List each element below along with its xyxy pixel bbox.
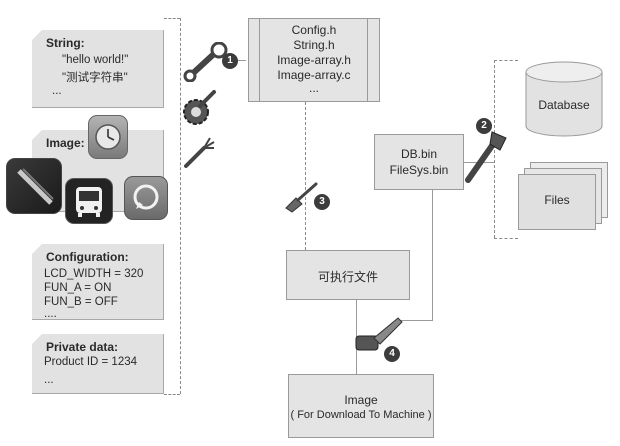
database-cylinder [524, 60, 604, 140]
step-badge-2: 2 [476, 118, 492, 134]
pipe-wrench-icon [458, 122, 514, 186]
string-value: "测试字符串" [62, 72, 128, 84]
private-data-card-title: Private data: [46, 340, 119, 354]
bins-box: DB.bin FileSys.bin [374, 134, 464, 190]
clock-app-icon [88, 115, 128, 159]
bus-app-icon [65, 178, 113, 224]
header-file: Image-array.h [277, 53, 351, 67]
step-badge-4: 4 [384, 346, 400, 362]
header-file: Image-array.c [277, 68, 351, 82]
configuration-card-title: Configuration: [46, 250, 129, 264]
trowel-icon [282, 178, 322, 214]
files-label: Files [544, 193, 570, 207]
group-bracket [164, 18, 180, 19]
image-box-subtitle: ( For Download To Machine ) [290, 409, 432, 421]
connector-bins-down [432, 190, 433, 320]
private-item: Product ID = 1234 [44, 356, 138, 368]
bin-file: FileSys.bin [389, 163, 449, 177]
gear-wrench-icon [180, 86, 220, 130]
data-bracket [494, 60, 495, 238]
step-badge-1: 1 [222, 53, 238, 69]
chainsaw-icon [352, 312, 404, 356]
executable-box: 可执行文件 [286, 250, 410, 300]
pencil-app-icon [6, 158, 62, 214]
config-item: FUN_B = OFF [44, 296, 118, 308]
wrench-icon [182, 41, 230, 83]
string-card: String: "hello world!" "测试字符串" ... [32, 30, 164, 108]
configuration-card: Configuration: LCD_WIDTH = 320 FUN_A = O… [32, 244, 164, 320]
string-card-title: String: [46, 36, 85, 50]
header-ellipsis: ... [308, 81, 319, 95]
private-data-card: Private data: Product ID = 1234 ... [32, 334, 164, 394]
data-bracket [494, 238, 518, 239]
data-bracket [494, 60, 518, 61]
config-item: LCD_WIDTH = 320 [44, 268, 144, 280]
headers-box: Config.h String.h Image-array.h Image-ar… [248, 18, 380, 102]
image-card-title: Image: [46, 136, 85, 150]
image-box: Image ( For Download To Machine ) [288, 374, 434, 438]
step-badge-3: 3 [314, 194, 330, 210]
config-ellipsis: .... [44, 308, 57, 320]
files-doc-front: Files [518, 174, 596, 230]
string-ellipsis: ... [52, 85, 62, 97]
database-label: Database [538, 98, 590, 112]
bin-file: DB.bin [400, 147, 438, 161]
image-box-title: Image [344, 393, 378, 407]
config-item: FUN_A = ON [44, 282, 112, 294]
whatsapp-app-icon [124, 176, 168, 220]
group-bracket [180, 18, 181, 394]
private-ellipsis: ... [44, 374, 54, 386]
garden-fork-icon [180, 134, 220, 172]
connector-bins-across [397, 320, 433, 321]
connector-headers-to-exe [305, 102, 306, 250]
string-value: "hello world!" [62, 54, 129, 66]
group-bracket [164, 394, 180, 395]
executable-label: 可执行文件 [317, 270, 378, 284]
header-file: String.h [293, 38, 335, 52]
header-file: Config.h [291, 23, 337, 37]
